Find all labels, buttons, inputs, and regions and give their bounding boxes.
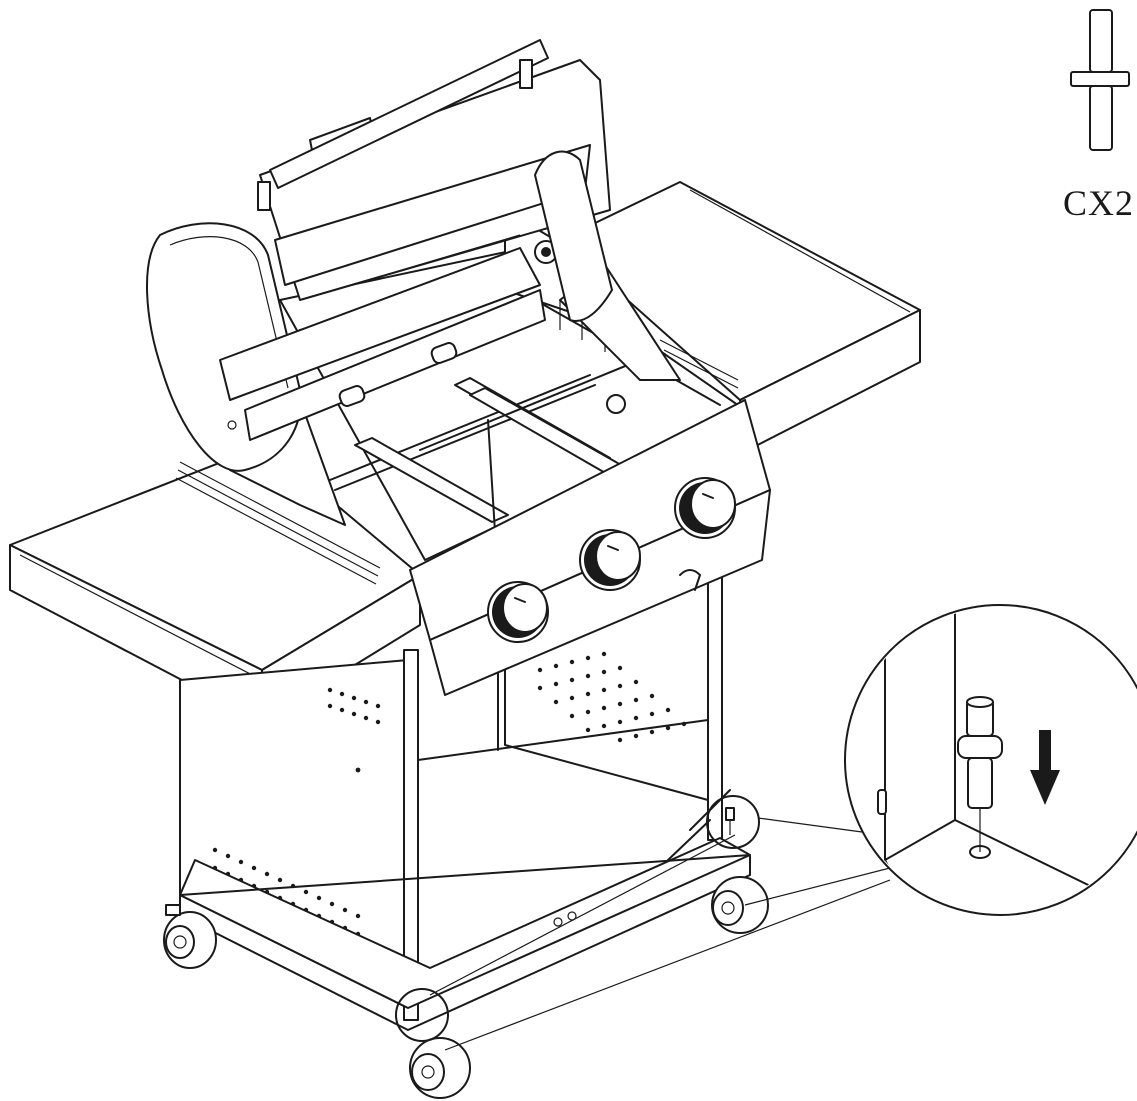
pin-in-marker — [725, 807, 735, 835]
assembly-point-marker-rear — [706, 795, 760, 849]
control-knob-2 — [579, 529, 641, 591]
caster-pin — [957, 696, 1003, 809]
caster-wheel-left — [163, 904, 217, 969]
caster-wheel-right — [711, 876, 769, 934]
vent-holes-back — [537, 651, 687, 743]
control-knob-1 — [487, 581, 549, 643]
part-code-label: CX2 — [1063, 183, 1135, 223]
cart-frame-legs — [403, 549, 731, 1021]
grill-lid — [146, 59, 613, 472]
callout-leader-lines — [429, 817, 891, 1051]
caster-wheel-front — [409, 1037, 471, 1099]
caster-pin-part-icon — [1070, 9, 1130, 151]
lid-handle — [257, 39, 549, 211]
detail-magnifier — [844, 604, 1137, 916]
control-knob-3 — [674, 477, 736, 539]
assembly-point-marker-front — [395, 988, 449, 1042]
control-panel — [409, 399, 771, 696]
arrow-down-icon — [1030, 730, 1060, 805]
